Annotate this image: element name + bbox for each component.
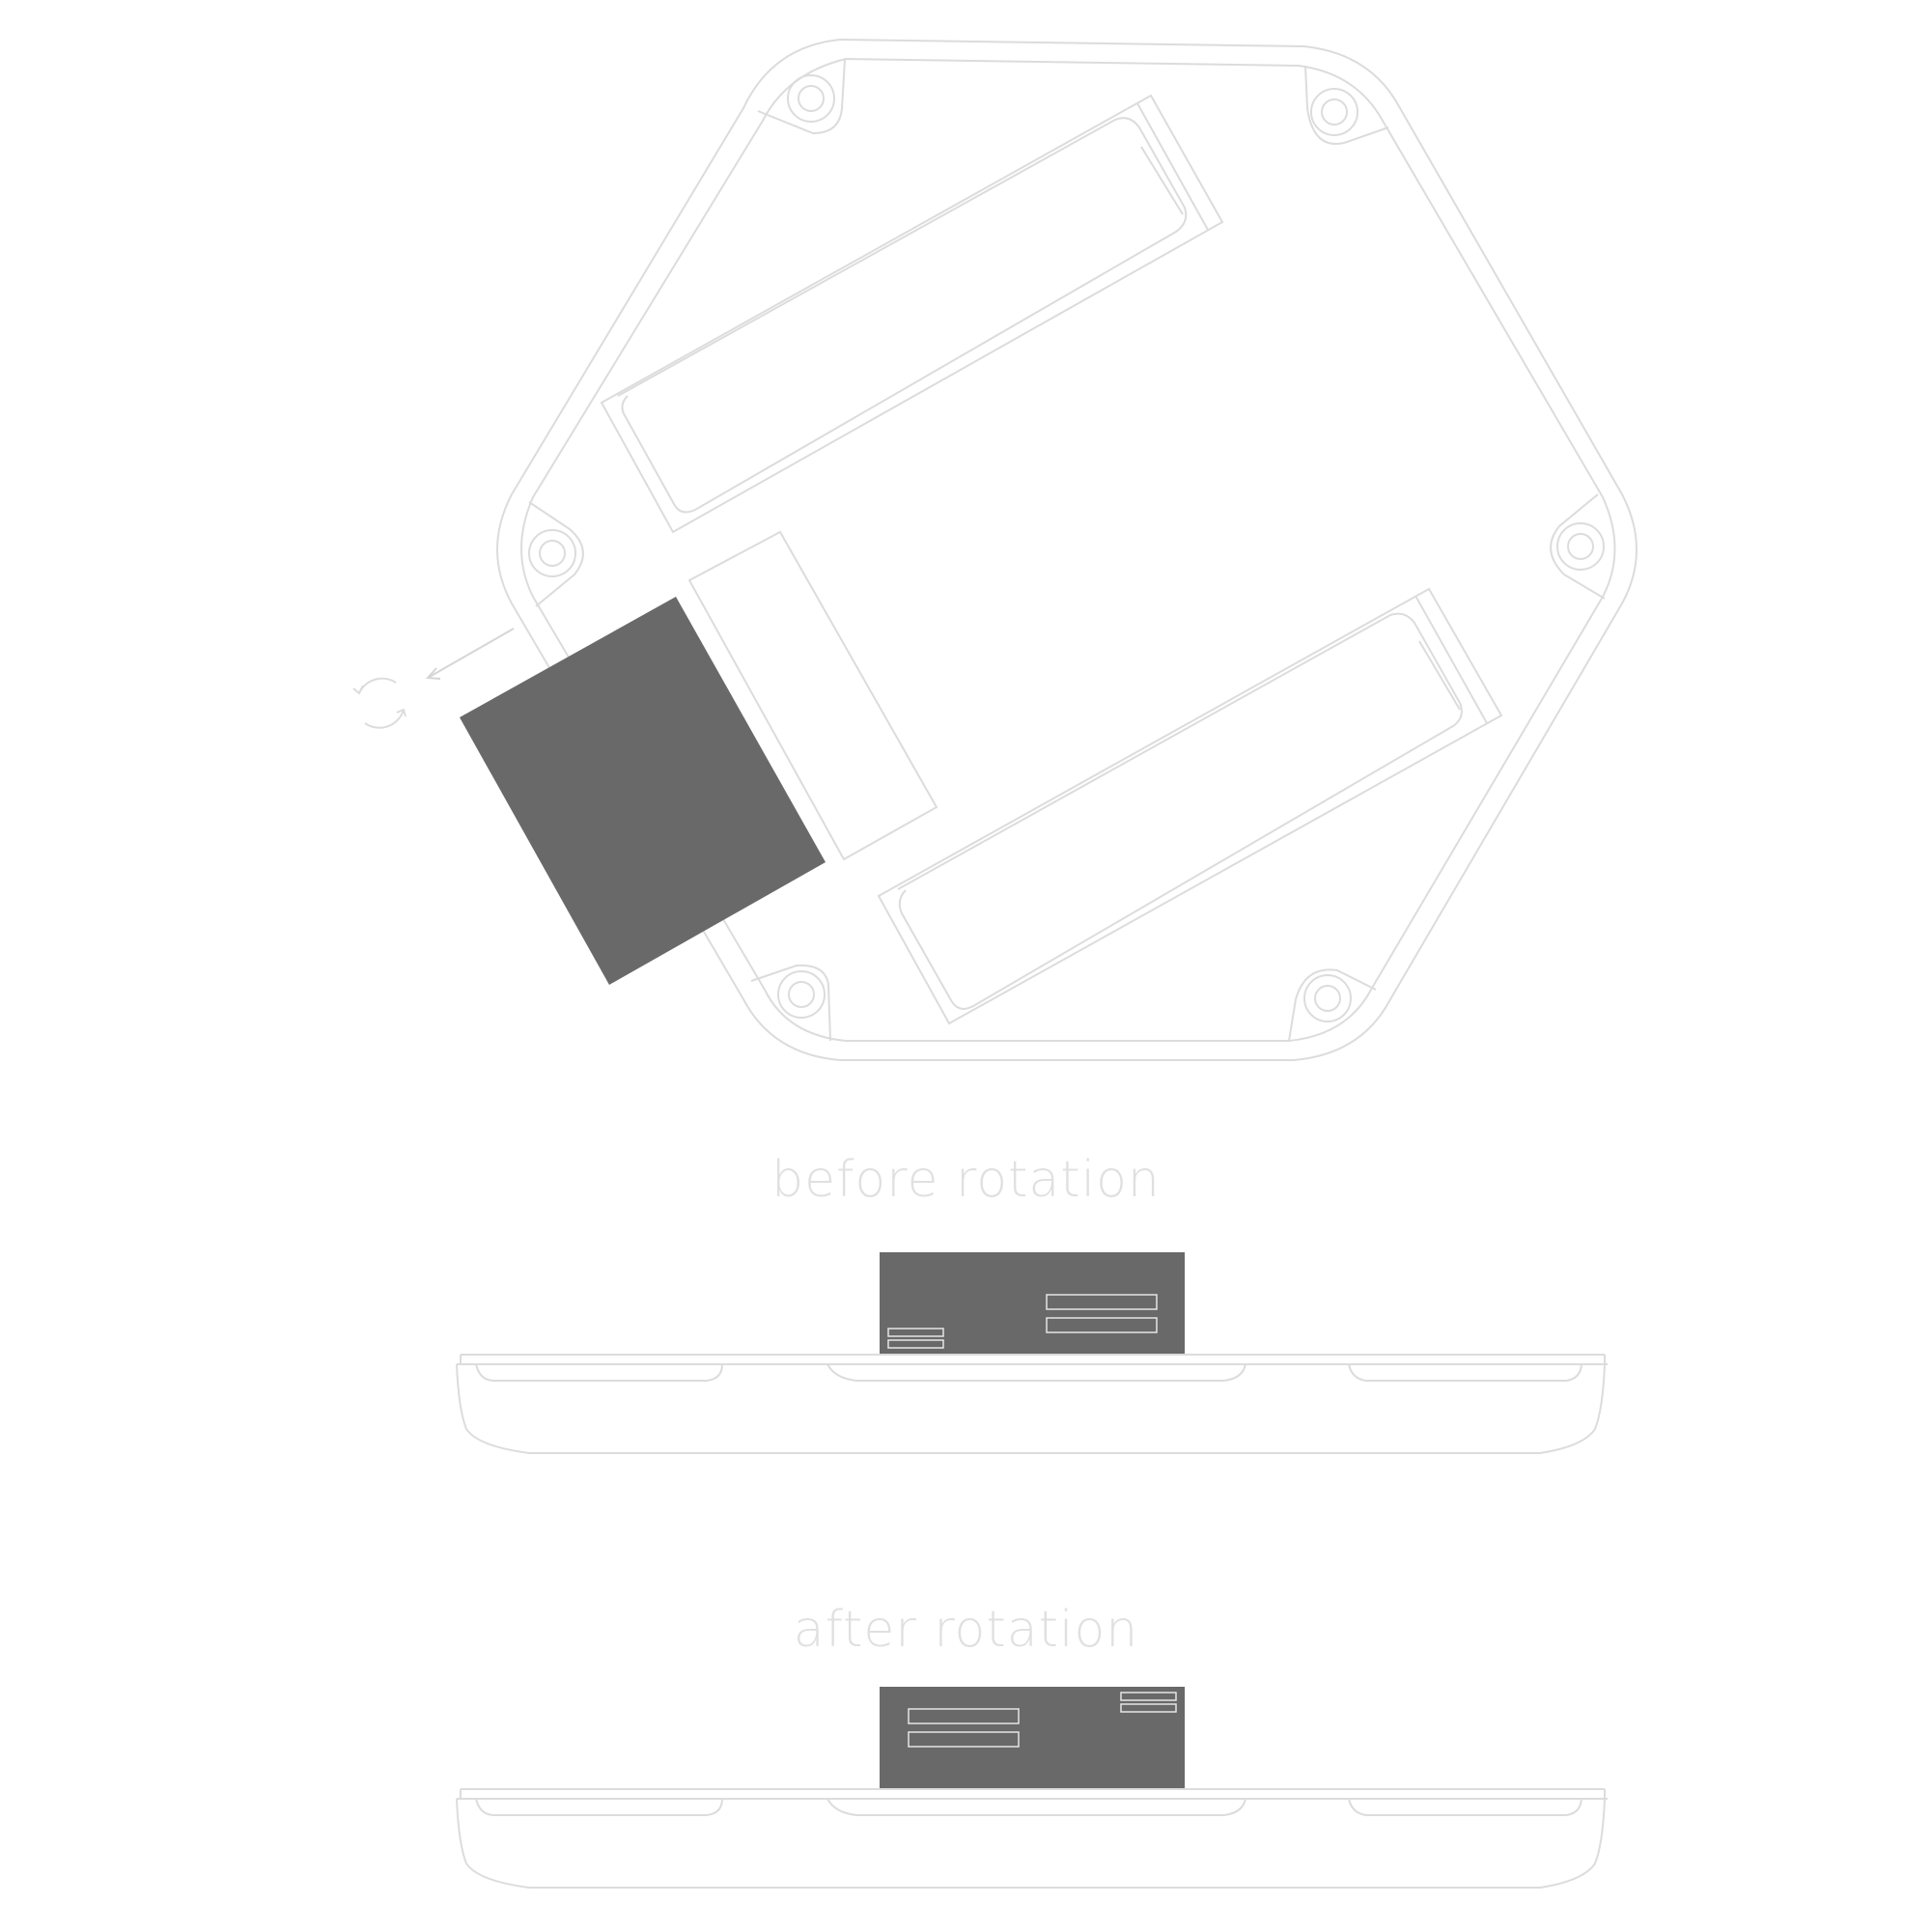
arrow-icon (425, 628, 515, 680)
side-view-after (456, 1687, 1608, 1889)
connector-pin-large-1 (1046, 1294, 1158, 1310)
hexagon-board (496, 38, 1638, 1061)
rotate-arrows-icon (352, 677, 406, 729)
module-side-before (880, 1252, 1185, 1355)
mounting-post-top-right (1304, 65, 1389, 145)
mounting-post-left (528, 501, 584, 607)
connector-pin-small-1 (887, 1328, 944, 1337)
caption-after-rotation: after rotation (793, 1601, 1139, 1659)
connector-pin-small-2 (1120, 1703, 1177, 1713)
module-side-after (880, 1687, 1185, 1789)
connector-pin-large-2 (1046, 1317, 1158, 1333)
mounting-post-bottom-left (750, 964, 831, 1042)
module-slot-lower (877, 587, 1503, 1025)
empty-slot-outline (687, 530, 938, 861)
base-board-before (456, 1354, 1608, 1454)
connector-pin-small-2 (887, 1339, 944, 1349)
base-board-after (456, 1788, 1608, 1889)
connector-pin-large-1 (908, 1708, 1020, 1724)
mounting-post-top-left (757, 59, 846, 135)
mounting-post-bottom-right (1288, 968, 1377, 1042)
side-view-before (456, 1252, 1608, 1454)
mounting-post-right (1550, 493, 1606, 600)
connector-pin-large-2 (908, 1731, 1020, 1748)
rotating-module (460, 597, 826, 985)
hexagon-outer-edge (496, 38, 1638, 1061)
module-slot-upper (600, 94, 1224, 534)
connector-pin-small-1 (1120, 1692, 1177, 1701)
caption-before-rotation: before rotation (771, 1151, 1161, 1209)
